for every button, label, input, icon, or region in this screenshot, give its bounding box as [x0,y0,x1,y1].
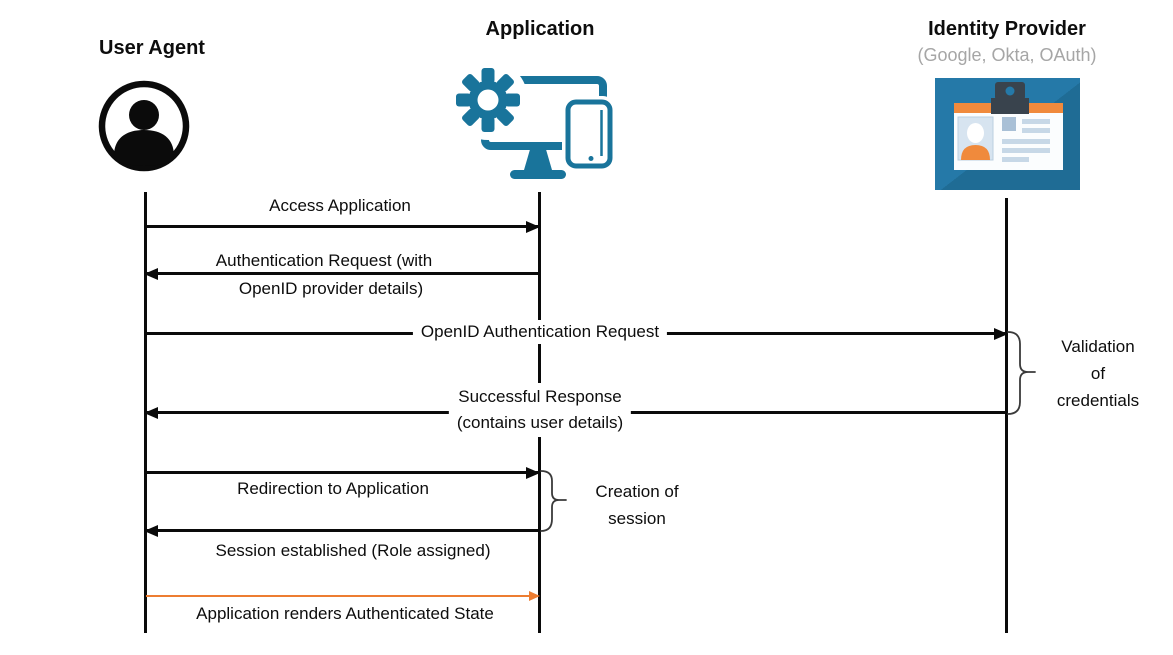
annotation-line: Validation [1061,337,1135,356]
annotation-creation-of-session: Creation of session [595,478,678,532]
annotation-line: credentials [1056,391,1140,410]
brace-creation-of-session [540,470,567,532]
arrow-session-established [146,529,538,532]
annotation-validation-of-credentials: Validation of credentials [1057,333,1139,414]
arrow-access-application [146,225,538,228]
message-label-authentication-request-line1: Authentication Request (with [215,251,433,270]
message-label-successful-response: Successful Response (contains user detai… [448,383,632,437]
message-label-openid-authentication-request: OpenID Authentication Request [412,320,668,344]
application-devices-icon [452,66,614,179]
gear-icon [456,68,520,132]
message-label-redirection-to-application: Redirection to Application [237,479,429,498]
message-label-session-established: Session established (Role assigned) [215,541,491,560]
brace-validation-of-credentials [1007,331,1036,415]
lifeline-identity-provider [1005,198,1008,633]
message-label-successful-response-line1: Successful Response [458,387,622,406]
actor-subtitle-identity-provider: (Google, Okta, OAuth) [917,45,1097,65]
message-label-access-application: Access Application [269,196,411,215]
annotation-line: session [608,509,666,528]
annotation-line: of [1090,364,1106,383]
actor-title-user-agent: User Agent [99,37,205,59]
actor-title-application: Application [485,18,595,40]
actor-title-identity-provider: Identity Provider [928,18,1086,40]
annotation-line: Creation of [595,482,679,501]
id-badge-icon [935,78,1080,190]
user-icon [98,80,190,172]
message-label-authentication-request-line2: OpenID provider details) [238,279,424,298]
arrow-authentication-request [146,272,538,275]
message-label-application-renders-authenticated-state: Application renders Authenticated State [196,604,494,623]
message-label-successful-response-line2: (contains user details) [456,413,624,432]
arrow-redirection-to-application [146,471,538,474]
arrow-application-renders-authenticated-state [146,595,538,597]
